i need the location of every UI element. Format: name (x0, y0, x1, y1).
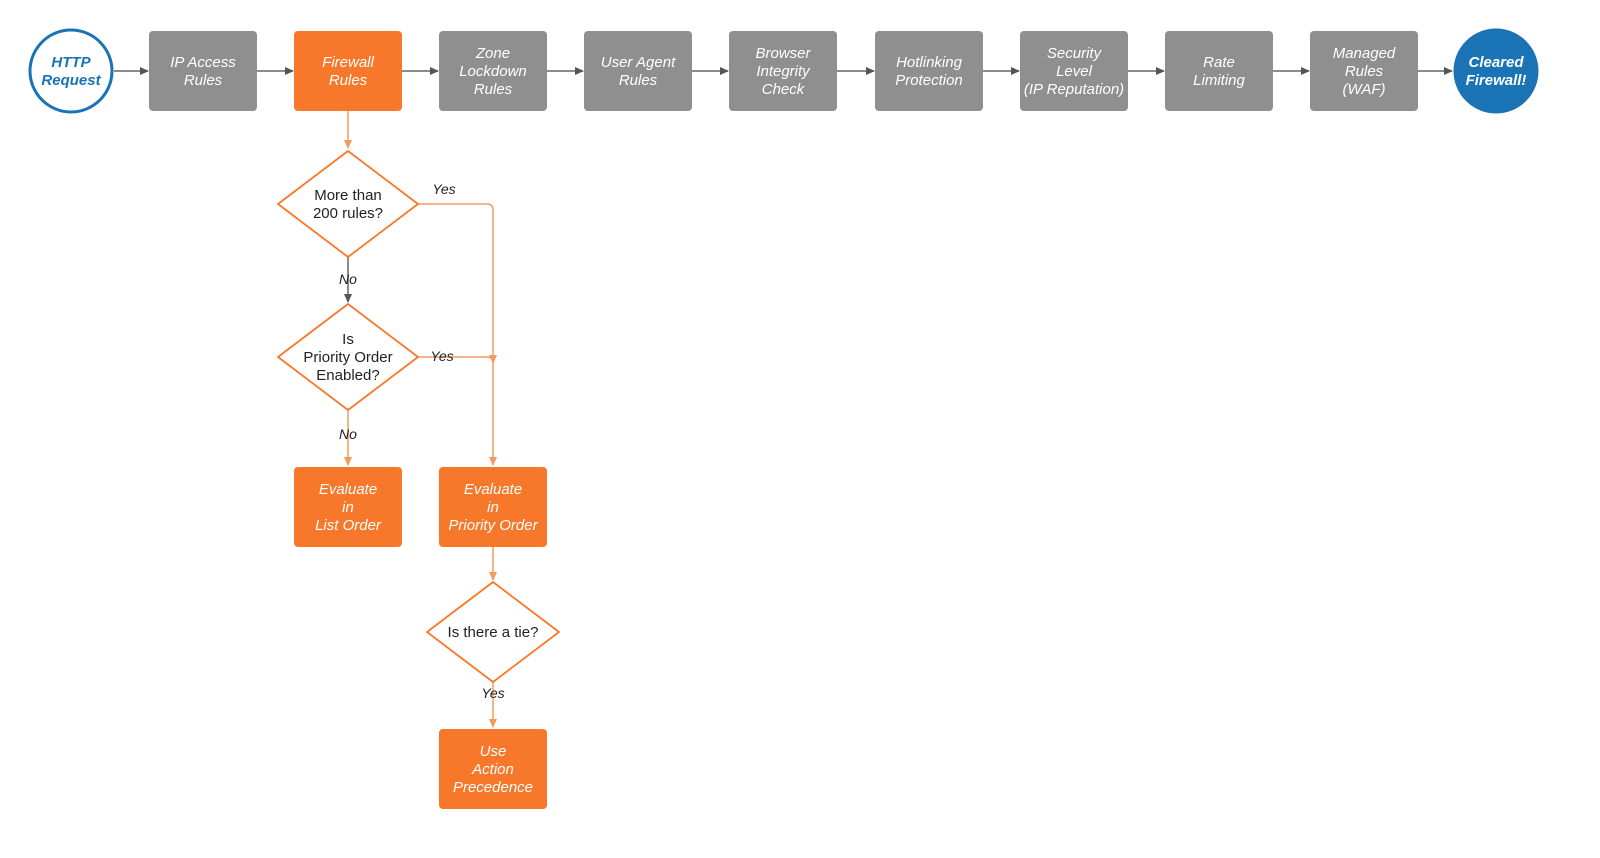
http-request-node-line-1: HTTP (51, 54, 91, 71)
decision-priority-order-enabled-shape (277, 303, 419, 411)
label-rules-no: No (339, 271, 357, 287)
step-browser-integrity-check-line-3: Check (762, 81, 806, 98)
decision-more-than-200-rules-shape (277, 150, 419, 258)
step-user-agent-rules-line-1: User Agent (601, 54, 676, 71)
http-request-node-shape (28, 28, 114, 114)
step-ip-access-rules-box (149, 31, 257, 111)
evaluate-priority-order-line-1: Evaluate (464, 481, 522, 498)
step-managed-rules-waf-line-1: Managed (1333, 45, 1396, 62)
use-action-precedence-line-2: Action (471, 761, 514, 778)
step-managed-rules-waf-box (1310, 31, 1418, 111)
step-user-agent-rules-box (584, 31, 692, 111)
step-zone-lockdown-rules-line-1: Zone (475, 45, 510, 62)
evaluate-list-order-line-2: in (342, 499, 354, 516)
cleared-firewall-node-line-1: Cleared (1468, 54, 1524, 71)
label-rules-yes: Yes (432, 181, 455, 197)
step-managed-rules-waf-line-2: Rules (1345, 63, 1384, 80)
step-security-level-ip-reputation-box (1020, 31, 1128, 111)
step-firewall-rules-box (294, 31, 402, 111)
step-browser-integrity-check-line-1: Browser (755, 45, 811, 62)
step-rate-limiting-line-2: Limiting (1193, 72, 1245, 89)
edge-rules-yes-to-eval-priority (418, 203, 497, 466)
label-tie-yes: Yes (481, 685, 504, 701)
decision-priority-order-enabled-line-3: Enabled? (316, 367, 379, 384)
cleared-firewall-node-line-2: Firewall! (1466, 72, 1527, 89)
step-zone-lockdown-rules-line-2: Lockdown (459, 63, 527, 80)
decision-is-there-a-tie-shape (426, 581, 560, 683)
step-ip-access-rules-line-2: Rules (184, 72, 223, 89)
step-rate-limiting-line-1: Rate (1203, 54, 1235, 71)
decision-is-there-a-tie: Is there a tie? (426, 581, 560, 683)
decision-is-there-a-tie-line-1: Is there a tie? (448, 624, 539, 641)
use-action-precedence-line-3: Precedence (453, 779, 533, 796)
step-hotlinking-protection-box (875, 31, 983, 111)
evaluate-priority-order-box (439, 467, 547, 547)
decision-more-than-200-rules-line-1: More than (314, 187, 382, 204)
label-priority-no: No (339, 426, 357, 442)
step-rate-limiting-box (1165, 31, 1273, 111)
step-zone-lockdown-rules-line-3: Rules (474, 81, 513, 98)
step-zone-lockdown-rules-box (439, 31, 547, 111)
evaluate-list-order-line-3: List Order (315, 517, 382, 534)
step-browser-integrity-check-box (729, 31, 837, 111)
evaluate-priority-order-line-3: Priority Order (448, 517, 538, 534)
step-firewall-rules-line-2: Rules (329, 72, 368, 89)
edge-priority-yes-merge (418, 354, 497, 364)
decision-priority-order-enabled-line-2: Priority Order (303, 349, 392, 366)
step-security-level-ip-reputation-line-3: (IP Reputation) (1024, 81, 1124, 98)
step-managed-rules-waf-line-3: (WAF) (1342, 81, 1385, 98)
decision-more-than-200-rules-line-2: 200 rules? (313, 205, 383, 222)
step-user-agent-rules-line-2: Rules (619, 72, 658, 89)
use-action-precedence-box (439, 729, 547, 809)
step-ip-access-rules-line-1: IP Access (170, 54, 236, 71)
step-browser-integrity-check-line-2: Integrity (756, 63, 811, 80)
step-hotlinking-protection-line-2: Protection (895, 72, 963, 89)
evaluate-list-order-line-1: Evaluate (319, 481, 377, 498)
http-request-node-line-2: Request (41, 72, 101, 89)
evaluate-list-order-box (294, 467, 402, 547)
use-action-precedence-line-1: Use (480, 743, 507, 760)
step-security-level-ip-reputation-line-1: Security (1047, 45, 1103, 62)
evaluate-priority-order-line-2: in (487, 499, 499, 516)
step-hotlinking-protection-line-1: Hotlinking (896, 54, 963, 71)
label-priority-yes: Yes (430, 348, 453, 364)
step-security-level-ip-reputation-line-2: Level (1056, 63, 1093, 80)
edges (114, 67, 1453, 728)
step-firewall-rules-line-1: Firewall (322, 54, 374, 71)
cleared-firewall-node-shape (1453, 28, 1539, 114)
decision-priority-order-enabled-line-1: Is (342, 331, 354, 348)
